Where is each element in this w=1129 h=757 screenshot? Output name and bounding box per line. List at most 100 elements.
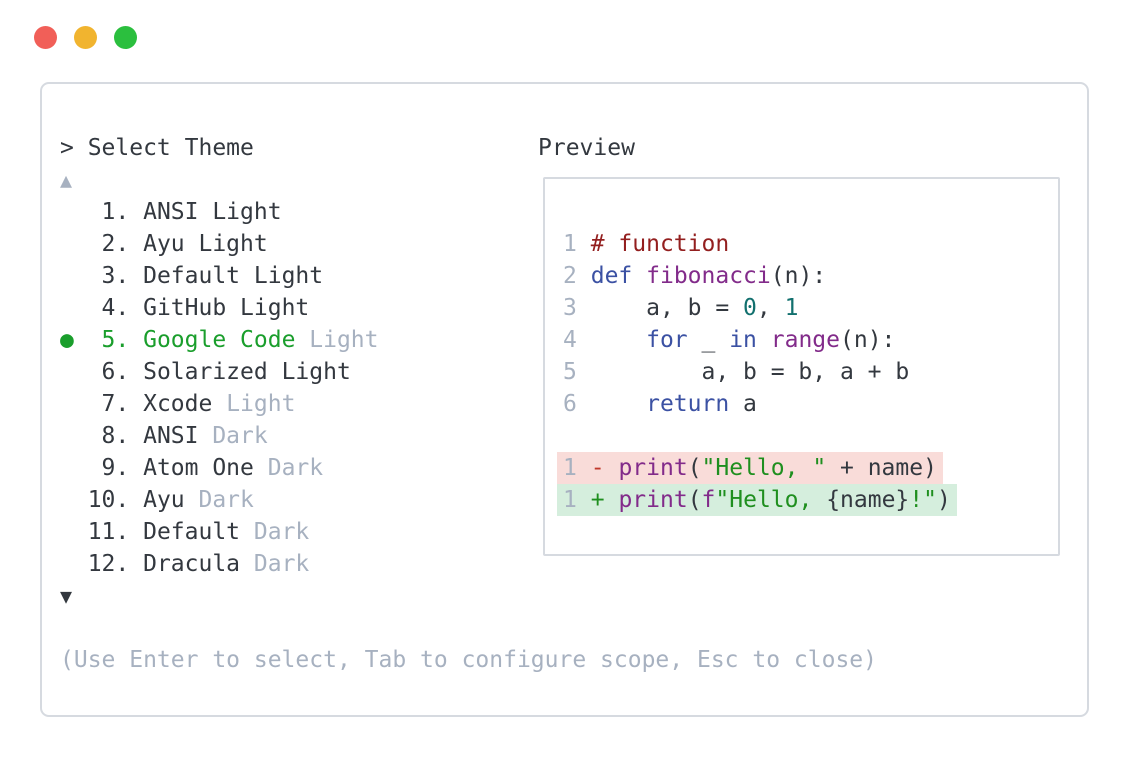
bullet-placeholder — [60, 295, 88, 321]
theme-item-dracula-dark[interactable]: 12. Dracula Dark — [60, 548, 877, 580]
code-token: !" — [909, 487, 937, 513]
theme-number: 7. — [87, 391, 144, 417]
theme-number: 3. — [87, 263, 144, 289]
theme-number: 10. — [87, 487, 144, 513]
line-number: 4 — [563, 327, 577, 353]
theme-item-ansi-dark[interactable]: 8. ANSI Dark — [60, 420, 877, 452]
close-button[interactable] — [34, 26, 57, 49]
theme-number: 11. — [87, 519, 144, 545]
scroll-down-icon[interactable]: ▼ — [60, 584, 73, 608]
text-token — [577, 487, 591, 513]
theme-name: ANSI — [143, 199, 199, 225]
theme-list-column: > Select Theme ▲ 1. ANSI Light 2. Ayu Li… — [60, 132, 877, 676]
diff-band-added: 1 + print(f"Hello, {name}!") — [557, 484, 957, 516]
theme-variant: Light — [295, 327, 379, 353]
theme-name: Atom One — [143, 455, 254, 481]
theme-item-google-code-light[interactable]: ● 5. Google Code Light — [60, 324, 877, 356]
theme-item-ansi-light[interactable]: 1. ANSI Light — [60, 196, 877, 228]
line-number: 3 — [563, 295, 577, 321]
theme-item-github-light[interactable]: 4. GitHub Light — [60, 292, 877, 324]
line-number: 1 — [563, 455, 577, 481]
code-token: in — [729, 327, 757, 353]
theme-name: ANSI — [143, 423, 199, 449]
theme-name: GitHub — [143, 295, 227, 321]
code-line: 5 a, b = b, a + b — [563, 356, 957, 388]
code-token: {name} — [826, 487, 910, 513]
minimize-button[interactable] — [74, 26, 97, 49]
scroll-up-icon[interactable]: ▲ — [60, 168, 73, 192]
text-token — [577, 391, 591, 417]
theme-item-ayu-light[interactable]: 2. Ayu Light — [60, 228, 877, 260]
code-token: def — [590, 263, 633, 289]
code-token: a, b = — [590, 295, 744, 321]
bullet-placeholder — [60, 551, 88, 577]
theme-item-ayu-dark[interactable]: 10. Ayu Dark — [60, 484, 877, 516]
code-token — [591, 391, 646, 417]
line-number: 2 — [563, 263, 577, 289]
diff-sign: + — [590, 487, 605, 513]
theme-item-default-light[interactable]: 3. Default Light — [60, 260, 877, 292]
code-token: f — [701, 487, 716, 513]
theme-name: Solarized — [143, 359, 268, 385]
code-token: a, b = b, a + b — [590, 359, 910, 385]
theme-number: 5. — [87, 327, 144, 353]
select-theme-prompt: > Select Theme — [60, 135, 254, 161]
keyboard-hint: (Use Enter to select, Tab to configure s… — [60, 647, 877, 673]
maximize-button[interactable] — [114, 26, 137, 49]
bullet-placeholder — [60, 199, 88, 225]
text-token — [605, 455, 619, 481]
window-controls — [34, 26, 137, 49]
code-line: 4 for _ in range(n): — [563, 324, 957, 356]
theme-item-solarized-light[interactable]: 6. Solarized Light — [60, 356, 877, 388]
text-token — [577, 455, 591, 481]
code-token — [757, 327, 771, 353]
code-line: 3 a, b = 0, 1 — [563, 292, 957, 324]
theme-list: 1. ANSI Light 2. Ayu Light 3. Default Li… — [60, 196, 877, 580]
code-token: _ — [687, 327, 730, 353]
theme-number: 12. — [87, 551, 144, 577]
theme-item-xcode-light[interactable]: 7. Xcode Light — [60, 388, 877, 420]
text-token — [577, 295, 591, 321]
theme-item-default-dark[interactable]: 11. Default Dark — [60, 516, 877, 548]
diff-line-removed: 1 - print("Hello, " + name) — [557, 452, 957, 484]
diff-band-removed: 1 - print("Hello, " + name) — [557, 452, 943, 484]
code-token: a — [729, 391, 757, 417]
diff-sign: - — [590, 455, 605, 481]
code-token: print — [618, 455, 688, 481]
theme-variant: Dark — [253, 455, 324, 481]
code-token — [591, 327, 646, 353]
theme-variant: Dark — [198, 423, 268, 449]
line-number: 1 — [563, 231, 577, 257]
bullet-placeholder — [60, 391, 88, 417]
theme-number: 4. — [87, 295, 144, 321]
code-token: print — [618, 487, 688, 513]
theme-name: Google Code — [143, 327, 296, 353]
code-token: + name) — [826, 455, 937, 481]
bullet-placeholder — [60, 487, 88, 513]
theme-number: 8. — [87, 423, 144, 449]
code-token: # function — [590, 231, 730, 257]
theme-number: 2. — [87, 231, 144, 257]
preview-title: Preview — [538, 135, 635, 161]
theme-name: Ayu — [143, 231, 185, 257]
theme-variant: Dark — [184, 487, 254, 513]
theme-name: Ayu — [143, 487, 185, 513]
text-token — [577, 359, 591, 385]
line-number: 6 — [563, 391, 577, 417]
code-token: fibonacci — [646, 263, 771, 289]
theme-item-atom-one-dark[interactable]: 9. Atom One Dark — [60, 452, 877, 484]
text-token — [577, 263, 591, 289]
theme-variant: Light — [226, 295, 310, 321]
theme-variant: Light — [212, 391, 296, 417]
bullet-placeholder — [60, 519, 88, 545]
code-token: ( — [687, 455, 702, 481]
theme-picker-panel: > Select Theme ▲ 1. ANSI Light 2. Ayu Li… — [40, 82, 1089, 717]
theme-variant: Light — [240, 263, 324, 289]
selected-bullet-icon: ● — [60, 327, 88, 353]
blank-code-line — [563, 420, 957, 452]
text-token — [605, 487, 619, 513]
bullet-placeholder — [60, 263, 88, 289]
